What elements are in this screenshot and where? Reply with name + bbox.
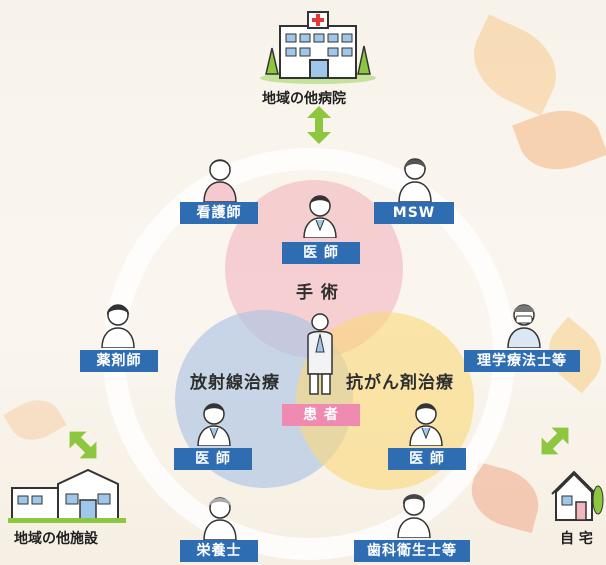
home-label: 自 宅 <box>560 531 593 547</box>
home-icon <box>551 470 604 521</box>
dietitian-icon <box>203 497 237 540</box>
surgery-label: 手 術 <box>296 283 339 303</box>
physical-therapist-tag: 理学療法士等 <box>464 350 580 372</box>
pharmacist-icon <box>101 304 135 348</box>
nurse-icon <box>203 159 237 202</box>
bidirectional-arrow-icon <box>307 106 331 144</box>
nurse-tag: 看護師 <box>180 202 258 224</box>
physical-therapist-icon <box>507 304 541 348</box>
facility-icon <box>8 468 126 523</box>
msw-tag: MSW <box>374 202 454 224</box>
patient-icon <box>307 313 333 395</box>
doctor-icon <box>409 403 443 446</box>
doctor-radiation-tag: 医 師 <box>174 448 252 470</box>
patient-tag: 患 者 <box>282 404 360 426</box>
other-hospitals-label: 地域の他病院 <box>262 91 346 107</box>
pharmacist-tag: 薬剤師 <box>80 350 158 372</box>
chemotherapy-label: 抗がん剤治療 <box>346 373 454 393</box>
hospital-icon <box>260 11 376 84</box>
doctor-icon <box>197 403 231 446</box>
msw-icon <box>398 158 432 202</box>
dental-hygienist-tag: 歯科衛生士等 <box>354 540 470 562</box>
background-leaf <box>459 14 571 116</box>
doctor-chemo-tag: 医 師 <box>388 448 466 470</box>
radiation-label: 放射線治療 <box>190 373 280 393</box>
doctor-surgery-tag: 医 師 <box>282 242 360 264</box>
dental-hygienist-icon <box>397 494 431 538</box>
background-leaf <box>512 98 606 182</box>
dietitian-tag: 栄養士 <box>180 540 258 562</box>
bidirectional-arrow-icon <box>69 431 97 459</box>
doctor-icon <box>303 195 337 238</box>
bidirectional-arrow-icon <box>541 427 569 455</box>
background-leaf <box>3 390 67 450</box>
other-facilities-label: 地域の他施設 <box>14 531 98 547</box>
